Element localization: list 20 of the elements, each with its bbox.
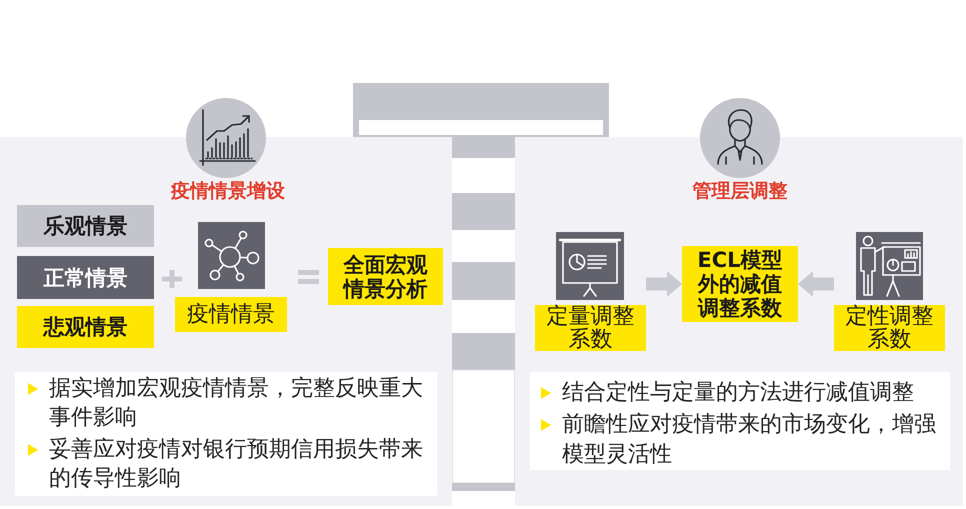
label-box: 定量调整系数 xyxy=(535,305,646,351)
text-box: 全面宏观情景分析 xyxy=(328,248,443,305)
bullet-text: 结合定性与定量的方法进行减值调整 xyxy=(562,379,915,407)
text-box: 乐观情景 xyxy=(17,205,154,247)
text-box: 正常情景 xyxy=(17,256,154,299)
text-panel xyxy=(530,372,950,470)
label-box: 疫情情景 xyxy=(175,297,287,332)
label-box: 定性调整系数 xyxy=(834,305,945,351)
arrow xyxy=(646,271,682,297)
bullet-text: 前瞻性应对疫情带来的市场变化，增强模型灵活性 xyxy=(562,411,937,469)
text-panel xyxy=(15,372,437,496)
panel xyxy=(0,137,452,506)
arrow xyxy=(798,271,834,297)
text-box: 悲观情景 xyxy=(17,306,154,348)
panel-heading: 管理层调整 xyxy=(692,180,788,202)
text-box: ECL模型外的减值调整系数 xyxy=(682,246,798,322)
bullet-text: 妥善应对疫情对银行预期信用损失带来的传导性影响 xyxy=(49,436,424,493)
bullet-text: 据实增加宏观疫情情景，完整反映重大事件影响 xyxy=(49,375,424,432)
panel-heading: 疫情情景增设 xyxy=(171,180,285,202)
panel xyxy=(515,137,963,506)
